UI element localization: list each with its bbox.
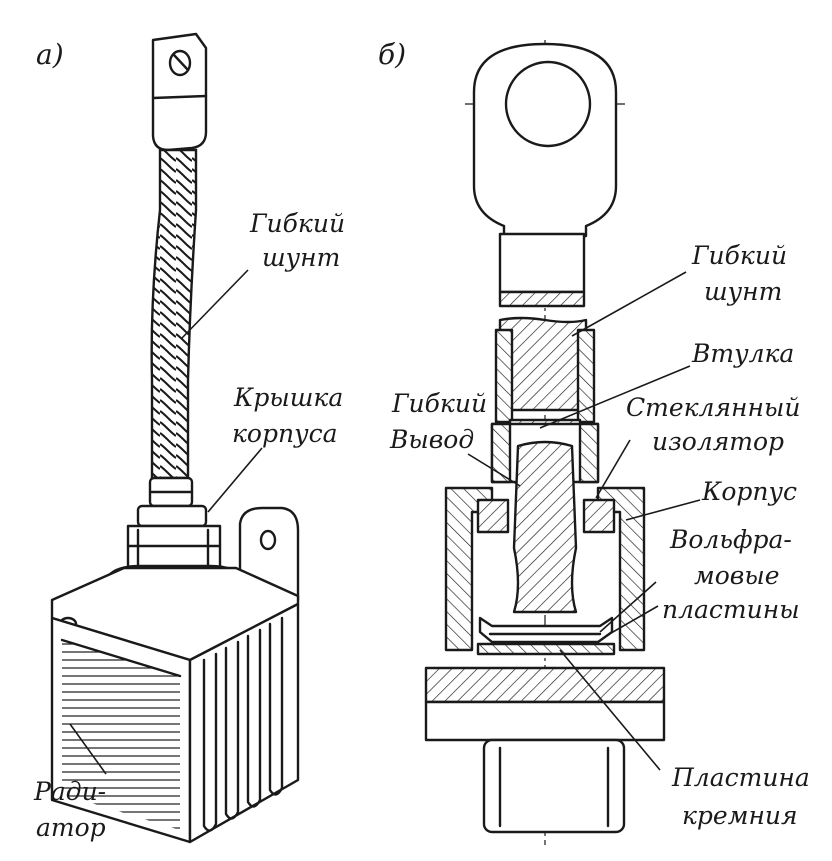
- leader-silicon-b: [559, 649, 661, 771]
- bushing-right-b: [576, 328, 596, 424]
- label-insulator-b-1: Стеклянный: [626, 393, 800, 422]
- label-lead-b-2: Вывод: [389, 425, 474, 454]
- leader-insulator-b: [595, 439, 631, 499]
- panel-b-drawing: [424, 40, 666, 845]
- lug-hole-a: [168, 49, 192, 77]
- shunt-section-b: [498, 316, 588, 412]
- base-flange-b: [424, 700, 666, 742]
- panel-label-a: а): [36, 38, 64, 71]
- terminal-lug-a: [151, 32, 208, 152]
- leader-shunt-a: [181, 269, 249, 339]
- label-housing-b: Корпус: [701, 477, 797, 506]
- label-tungsten-b-2: мовые: [694, 561, 780, 590]
- leader-radiator-a: [69, 723, 107, 775]
- silicon-plate-b: [476, 642, 616, 656]
- leaders-b: [467, 271, 701, 771]
- label-cover-a-2: корпуса: [232, 419, 338, 448]
- label-shunt-a-2: шунт: [262, 243, 340, 272]
- label-shunt-b-2: шунт: [704, 277, 782, 306]
- housing-b: [444, 486, 494, 652]
- bushing-left-b: [494, 328, 514, 424]
- panel-a-drawing: [50, 32, 300, 844]
- leader-bushing-b: [539, 365, 691, 429]
- label-tungsten-b-1: Вольфра-: [669, 525, 792, 554]
- label-bushing-b: Втулка: [691, 339, 794, 368]
- leader-housing-b: [625, 499, 701, 521]
- label-shunt-b-1: Гибкий: [691, 241, 787, 270]
- eye-lug-b: [472, 42, 618, 238]
- label-radiator-a-1: Ради-: [33, 777, 106, 806]
- label-shunt-a-1: Гибкий: [249, 209, 345, 238]
- lug-neck-b: [498, 232, 586, 294]
- leaders-a: [69, 269, 263, 775]
- tungsten-plates-b: [478, 616, 614, 644]
- eye-hole-b: [504, 60, 592, 148]
- panel-label-b: б): [378, 38, 406, 71]
- radiator-ribs-a: [202, 616, 284, 832]
- braided-shunt-a: [150, 148, 198, 480]
- leader-tungsten2-b: [605, 605, 659, 637]
- label-cover-a-1: Крышка: [233, 383, 343, 412]
- stud-b: [482, 738, 626, 834]
- leader-lead-b: [467, 453, 521, 487]
- flexible-lead-b: [512, 440, 578, 614]
- label-silicon-b-1: Пластина: [671, 763, 810, 792]
- label-insulator-b-2: изолятор: [652, 427, 784, 456]
- label-silicon-b-2: кремния: [682, 801, 798, 830]
- radiator-fins-a: [62, 640, 180, 830]
- label-tungsten-b-3: пластины: [662, 595, 800, 624]
- base-b: [424, 666, 666, 704]
- leader-shunt-b: [571, 271, 687, 337]
- leader-tungsten-b: [599, 581, 657, 633]
- label-radiator-a-2: атор: [36, 813, 106, 842]
- label-lead-b-1: Гибкий: [391, 389, 487, 418]
- leader-cover-a: [207, 447, 263, 513]
